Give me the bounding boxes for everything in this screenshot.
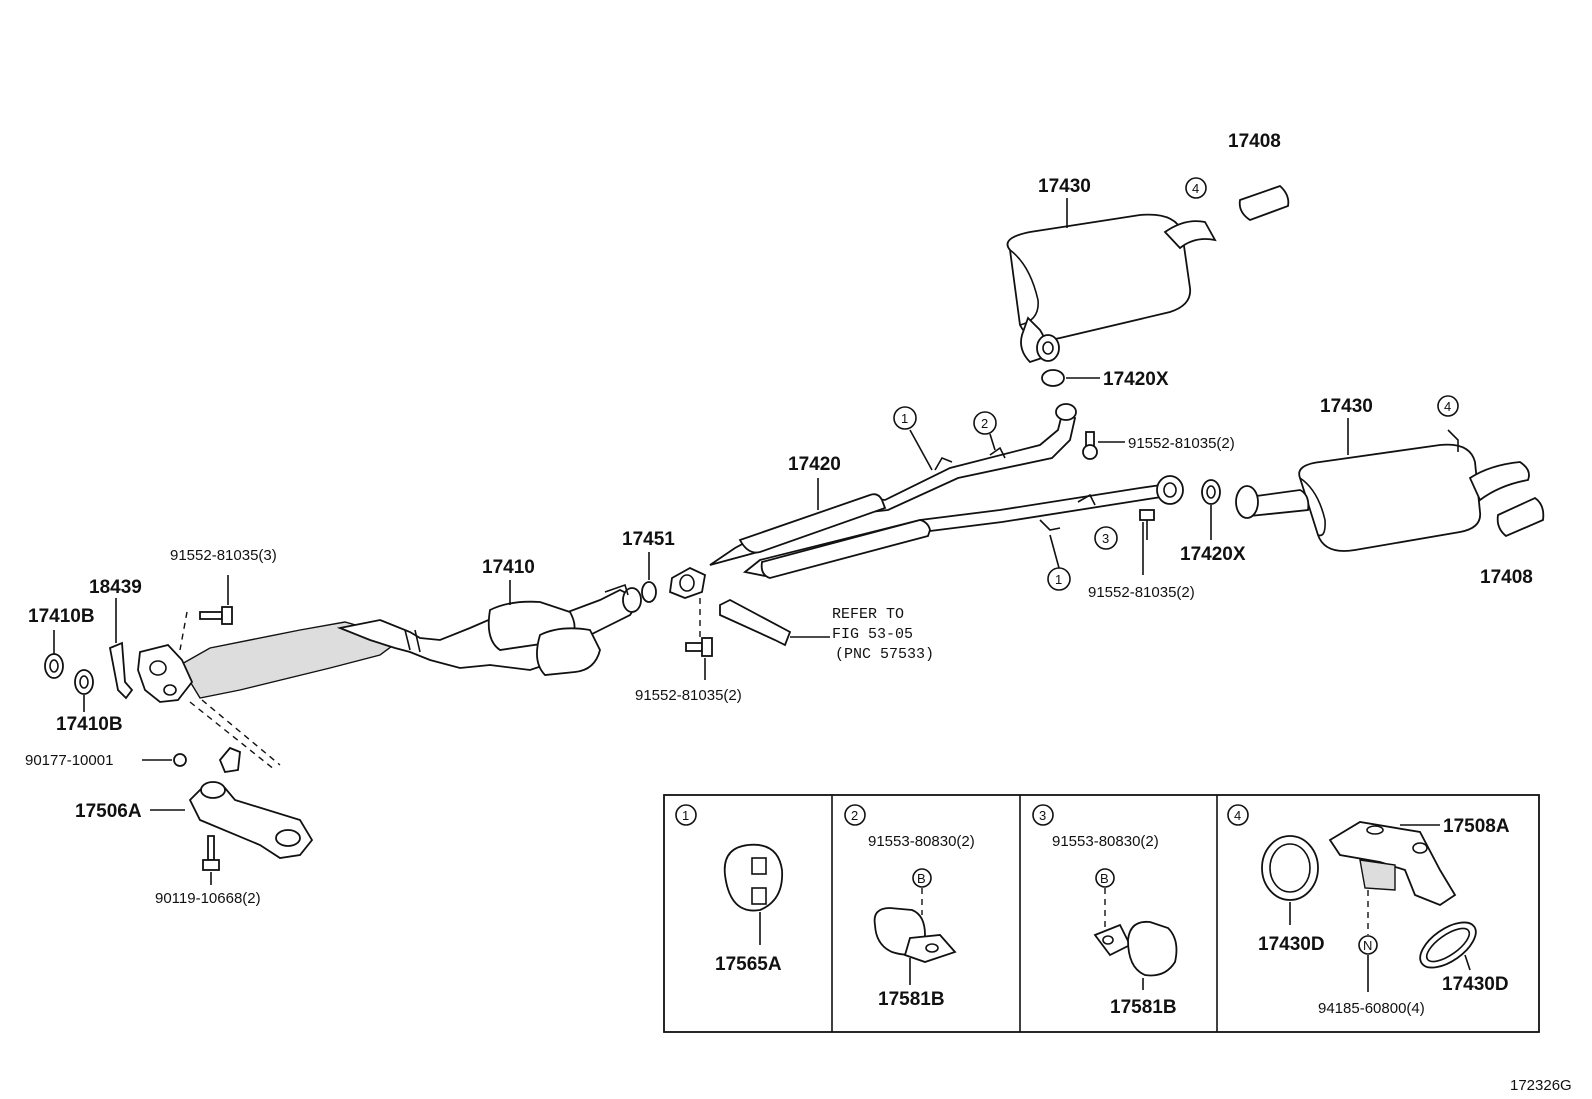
detail-box-3: 3 91553-80830(2) B 17581B	[1032, 804, 1178, 1018]
muffler-right[interactable]	[1235, 443, 1530, 552]
label-91552-left: 91552-81035(3)	[170, 547, 277, 564]
stud-18439[interactable]	[108, 641, 134, 700]
bolt-91552-right-bottom[interactable]	[1139, 509, 1155, 540]
bolt-91552-left[interactable]	[199, 606, 233, 625]
detail-box-2: 2 91553-80830(2) B 17581B	[844, 804, 975, 1010]
label-17420x-top: 17420X	[1103, 369, 1169, 390]
small-bracket[interactable]	[218, 746, 241, 773]
callout-2	[973, 411, 997, 435]
label-17430-right: 17430	[1320, 396, 1373, 417]
callout-4-right	[1437, 395, 1459, 417]
label-91552-right-top: 91552-81035(2)	[1128, 435, 1235, 452]
marker-b-box3: B	[1100, 871, 1109, 886]
center-pipe-17420[interactable]	[709, 403, 1184, 579]
box4-number: 4	[1234, 808, 1241, 823]
label-17581b-box3: 17581B	[1110, 997, 1177, 1018]
hanger-bracket-17508a[interactable]	[1328, 821, 1457, 907]
label-17430d-right: 17430D	[1442, 974, 1509, 995]
ref-line-1: REFER TO	[832, 606, 904, 623]
label-17410b-top: 17410B	[28, 606, 95, 627]
callout-4-right-text: 4	[1444, 399, 1451, 414]
detail-box-4: 4 17508A 17430D 17430D N 94185-60800(4)	[1227, 804, 1510, 1017]
label-17420x-right: 17420X	[1180, 544, 1246, 565]
label-17408-top: 17408	[1228, 131, 1281, 152]
front-pipe-17410[interactable]	[179, 583, 642, 699]
gasket-17420x-right[interactable]	[1201, 479, 1221, 505]
rubber-mount-17581b-box2[interactable]	[873, 907, 957, 963]
callout-3	[1094, 526, 1118, 550]
gasket-17430d-left[interactable]	[1261, 835, 1319, 901]
label-18439: 18439	[89, 577, 142, 598]
detail-panel	[663, 794, 1540, 1033]
callout-3-text: 3	[1102, 531, 1109, 546]
label-90119: 90119-10668(2)	[155, 890, 261, 907]
muffler-top[interactable]	[1006, 213, 1217, 364]
callout-4-top: 4	[1192, 181, 1199, 196]
callout-1-a	[893, 406, 917, 430]
bolt-91552-right-top[interactable]	[1082, 431, 1098, 460]
label-17565a: 17565A	[715, 954, 782, 975]
tail-pipe-top[interactable]	[1238, 184, 1290, 222]
label-91552-mid: 91552-81035(2)	[635, 687, 742, 704]
gasket-17410b-bottom[interactable]	[74, 669, 94, 695]
gasket-17430d-right[interactable]	[1413, 914, 1484, 977]
label-17581b-box2: 17581B	[878, 989, 945, 1010]
tail-pipe-right[interactable]	[1496, 496, 1545, 538]
label-17410: 17410	[482, 557, 535, 578]
label-91553-box3: 91553-80830(2)	[1052, 833, 1159, 850]
rubber-mount-17581b-box3[interactable]	[1093, 920, 1178, 977]
diagram-id: 172326G	[1510, 1077, 1572, 1094]
label-90177: 90177-10001	[25, 752, 113, 769]
label-94185: 94185-60800(4)	[1318, 1000, 1425, 1017]
nut-90177[interactable]	[173, 753, 187, 767]
label-91553-box2: 91553-80830(2)	[868, 833, 975, 850]
rubber-hanger-17565a[interactable]	[723, 843, 783, 912]
callout-2-text: 2	[981, 416, 988, 431]
ref-line-3: (PNC 57533)	[835, 646, 934, 663]
support-bracket-17506a[interactable]	[188, 781, 314, 859]
gasket-17420x-top[interactable]	[1041, 369, 1065, 387]
bolt-90119[interactable]	[202, 835, 220, 871]
center-pipe-flange[interactable]	[669, 566, 707, 599]
callout-1-a-text: 1	[901, 411, 908, 426]
manifold-flange[interactable]	[137, 643, 194, 703]
bolt-91552-mid[interactable]	[685, 637, 713, 657]
label-17408-right: 17408	[1480, 567, 1533, 588]
box1-number: 1	[682, 808, 689, 823]
callout-1-b-text: 1	[1055, 572, 1062, 587]
label-17420: 17420	[788, 454, 841, 475]
marker-n-box4: N	[1363, 938, 1372, 953]
label-17430d-left: 17430D	[1258, 934, 1325, 955]
label-17506a: 17506A	[75, 801, 142, 822]
gasket-17410b-top[interactable]	[44, 653, 64, 679]
box3-number: 3	[1039, 808, 1046, 823]
ref-line-2: FIG 53-05	[832, 626, 913, 643]
detail-box-1: 1 17565A	[675, 804, 783, 975]
label-17430-top: 17430	[1038, 176, 1091, 197]
bracket-reference[interactable]	[719, 598, 792, 647]
label-17508a: 17508A	[1443, 816, 1510, 837]
marker-b-box2: B	[917, 871, 926, 886]
label-91552-right-bottom: 91552-81035(2)	[1088, 584, 1195, 601]
label-17451: 17451	[622, 529, 675, 550]
box2-number: 2	[851, 808, 858, 823]
label-17410b-bottom: 17410B	[56, 714, 123, 735]
gasket-17451[interactable]	[641, 581, 657, 603]
